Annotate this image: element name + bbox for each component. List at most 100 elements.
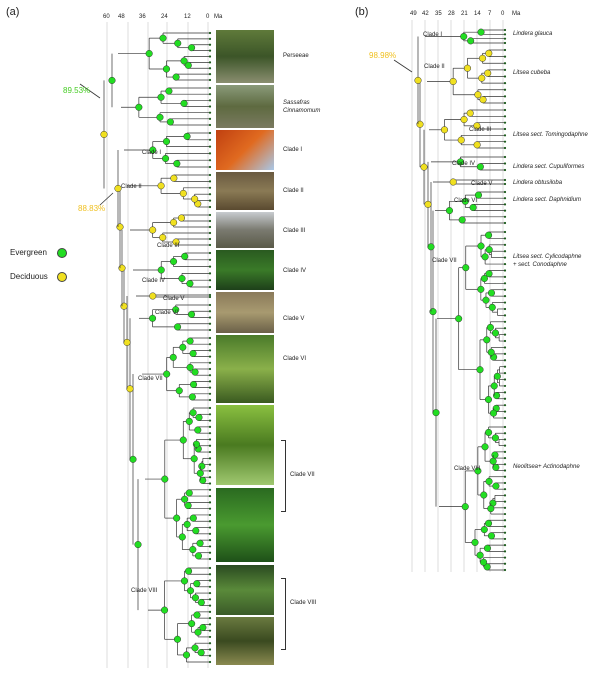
photo-label: Clade VIII	[290, 600, 317, 606]
tip-marker	[208, 610, 212, 613]
tip-marker	[208, 61, 212, 64]
panel-b-label: (b)	[355, 6, 369, 18]
tip-marker	[208, 310, 212, 313]
ancestral-state-node	[185, 489, 193, 497]
taxon-label: Lindera glauca	[513, 31, 553, 37]
tip-marker	[208, 513, 212, 517]
clade-label: Clade V	[163, 296, 185, 302]
tip-marker	[503, 48, 507, 52]
ancestral-state-node	[183, 520, 191, 528]
tip-marker	[208, 654, 212, 657]
tip-marker	[503, 190, 507, 194]
tip-marker	[208, 180, 212, 183]
ancestral-state-node	[427, 243, 435, 251]
tip-marker	[503, 384, 507, 388]
tip-marker	[503, 506, 507, 509]
ancestral-state-node	[484, 519, 493, 527]
ancestral-state-node	[488, 303, 496, 311]
ancestral-state-node	[181, 252, 189, 260]
tip-marker	[208, 55, 212, 58]
tip-marker	[503, 456, 507, 460]
ancestral-state-node	[477, 285, 485, 293]
tip-marker	[208, 199, 212, 202]
tip-marker	[208, 111, 212, 114]
ancestral-state-node	[449, 178, 457, 186]
tip-marker	[503, 33, 507, 36]
tip-marker	[208, 243, 212, 247]
tip-marker	[503, 28, 507, 32]
axis-tick: 0	[206, 14, 210, 20]
tip-marker	[208, 482, 212, 485]
tip-marker	[503, 378, 507, 381]
tip-marker	[208, 463, 212, 466]
axis-tick: 60	[103, 14, 110, 20]
tip-marker	[208, 374, 212, 377]
photo-clade-iv	[216, 250, 274, 290]
deciduous-marker	[57, 272, 67, 282]
taxon-label: Litsea sect. Tomingodaphne	[513, 132, 588, 138]
tip-marker	[503, 275, 507, 278]
tip-marker	[503, 140, 507, 143]
taxon-label: Lindera sect. Cupuliformes	[513, 164, 585, 170]
ancestral-state-node	[195, 413, 203, 421]
tip-marker	[208, 145, 212, 148]
photo-label: Sassafras	[283, 100, 310, 106]
ancestral-state-node	[149, 292, 157, 300]
ancestral-state-node	[463, 64, 472, 72]
axis-tick: 21	[461, 11, 468, 17]
tip-marker	[503, 327, 507, 330]
tip-marker	[503, 101, 507, 105]
ancestral-state-node	[196, 539, 204, 547]
ancestral-state-node	[474, 191, 483, 199]
ancestral-state-node	[188, 44, 196, 52]
ancestral-state-node	[177, 214, 186, 222]
panel-a-label: (a)	[6, 6, 20, 18]
ancestral-state-node	[178, 533, 186, 541]
photo-clade-vii-2	[216, 488, 274, 562]
tip-marker	[208, 380, 212, 383]
ancestral-state-node	[157, 266, 165, 274]
ancestral-state-node	[123, 338, 131, 346]
tip-marker	[208, 367, 212, 371]
tip-marker	[208, 165, 212, 169]
tip-marker	[503, 432, 507, 435]
photo-clade-vii-1	[216, 405, 274, 485]
tip-marker	[503, 314, 507, 317]
tip-marker	[503, 168, 507, 172]
ancestral-state-node	[461, 197, 469, 205]
tip-marker	[208, 585, 212, 588]
ancestral-state-node	[196, 469, 204, 477]
ancestral-state-node	[114, 184, 122, 193]
tip-marker	[503, 134, 507, 137]
taxon-label: Lindera sect. Daphnidium	[513, 197, 582, 203]
tip-marker	[208, 361, 212, 364]
taxon-label: Neolitsea+ Actinodaphne	[513, 464, 580, 470]
tip-marker	[208, 186, 212, 189]
tip-marker	[208, 258, 212, 261]
ancestral-state-node	[461, 503, 469, 511]
tip-marker	[503, 512, 507, 516]
photo-label: Clade VII	[290, 472, 315, 478]
tip-marker	[503, 295, 507, 298]
ancestral-state-node	[485, 477, 493, 485]
tip-marker	[503, 404, 507, 407]
ancestral-state-node	[184, 61, 192, 69]
tip-marker	[503, 359, 507, 362]
tip-marker	[208, 272, 212, 275]
ancestral-state-node	[178, 274, 186, 283]
tip-marker	[208, 539, 212, 542]
clade-label: Clade VIII	[454, 466, 481, 472]
taxon-label: Litsea sect. Cylicodaphne	[513, 254, 582, 260]
tip-marker	[208, 86, 212, 90]
tip-marker	[503, 178, 507, 182]
clade-label: Clade VII	[138, 376, 163, 382]
ancestral-state-node	[181, 495, 189, 503]
tip-marker	[208, 648, 212, 651]
ancestral-state-node	[108, 76, 116, 84]
tip-marker	[208, 642, 212, 645]
ancestral-state-node	[197, 649, 205, 657]
ancestral-state-node	[487, 505, 495, 513]
tip-marker	[503, 500, 507, 503]
tip-marker	[503, 301, 507, 304]
tip-marker	[208, 123, 212, 127]
